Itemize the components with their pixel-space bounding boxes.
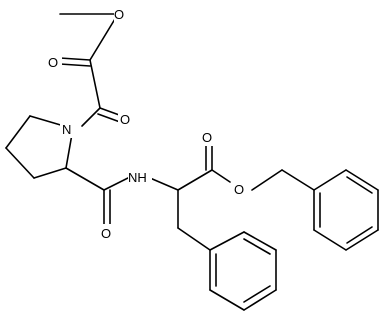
bond-bz-4 [345,229,379,251]
bond-oxalyl-n [81,107,101,127]
bond-ring-c5-n [29,115,65,127]
bond-ring-c3-c4 [5,147,35,179]
bond-ring-n-c2 [65,133,73,169]
bond-proline-carbonyl [65,167,105,191]
bond-ester1-carbonyl [59,57,91,61]
bond-ester2-c-o [211,169,231,183]
bond-ring-c4-c5 [5,115,31,149]
atom-o-ester2-carbonyl: O [202,130,212,145]
bond-ph-4 [243,289,277,311]
bond-amide-cn [103,177,129,191]
atom-nh-amide: NH [128,170,147,185]
atom-o-ester1: O [48,55,58,70]
bond-oxo-double [97,113,121,123]
bond-oxalyl-cc [89,59,101,109]
atom-o-amide: O [101,226,111,241]
bond-nh-calpha [149,177,179,191]
bond-cb-ring [177,227,211,251]
atom-label-layer: O O O N NH O O O [48,4,248,242]
bond-bz-2 [345,169,379,191]
bond-ch2-ring [281,169,315,191]
bond-ph-inner-1 [243,238,271,255]
atom-o-methyl: O [114,7,124,22]
atom-o-oxo: O [120,112,130,127]
bond-ph-2 [243,231,277,251]
atom-o-ester2: O [234,182,244,197]
bond-o-ester1-carbon [89,13,119,61]
bond-bz-inner-2 [346,226,373,244]
bond-bz-1 [313,169,347,191]
bond-ester1-carbonyl-double [59,63,91,67]
bond-ph-inner-2 [243,285,271,303]
bond-ph-5 [209,289,245,311]
bond-bz-inner-1 [346,176,373,194]
bond-calpha-ester-c [177,169,213,191]
bond-layer [5,13,379,311]
bond-bz-5 [313,229,347,251]
bond-ph-1 [209,231,245,251]
atom-n-ring: N [62,122,71,137]
bond-ring-c2-c3 [33,167,67,179]
bond-o-ch2 [251,169,283,191]
